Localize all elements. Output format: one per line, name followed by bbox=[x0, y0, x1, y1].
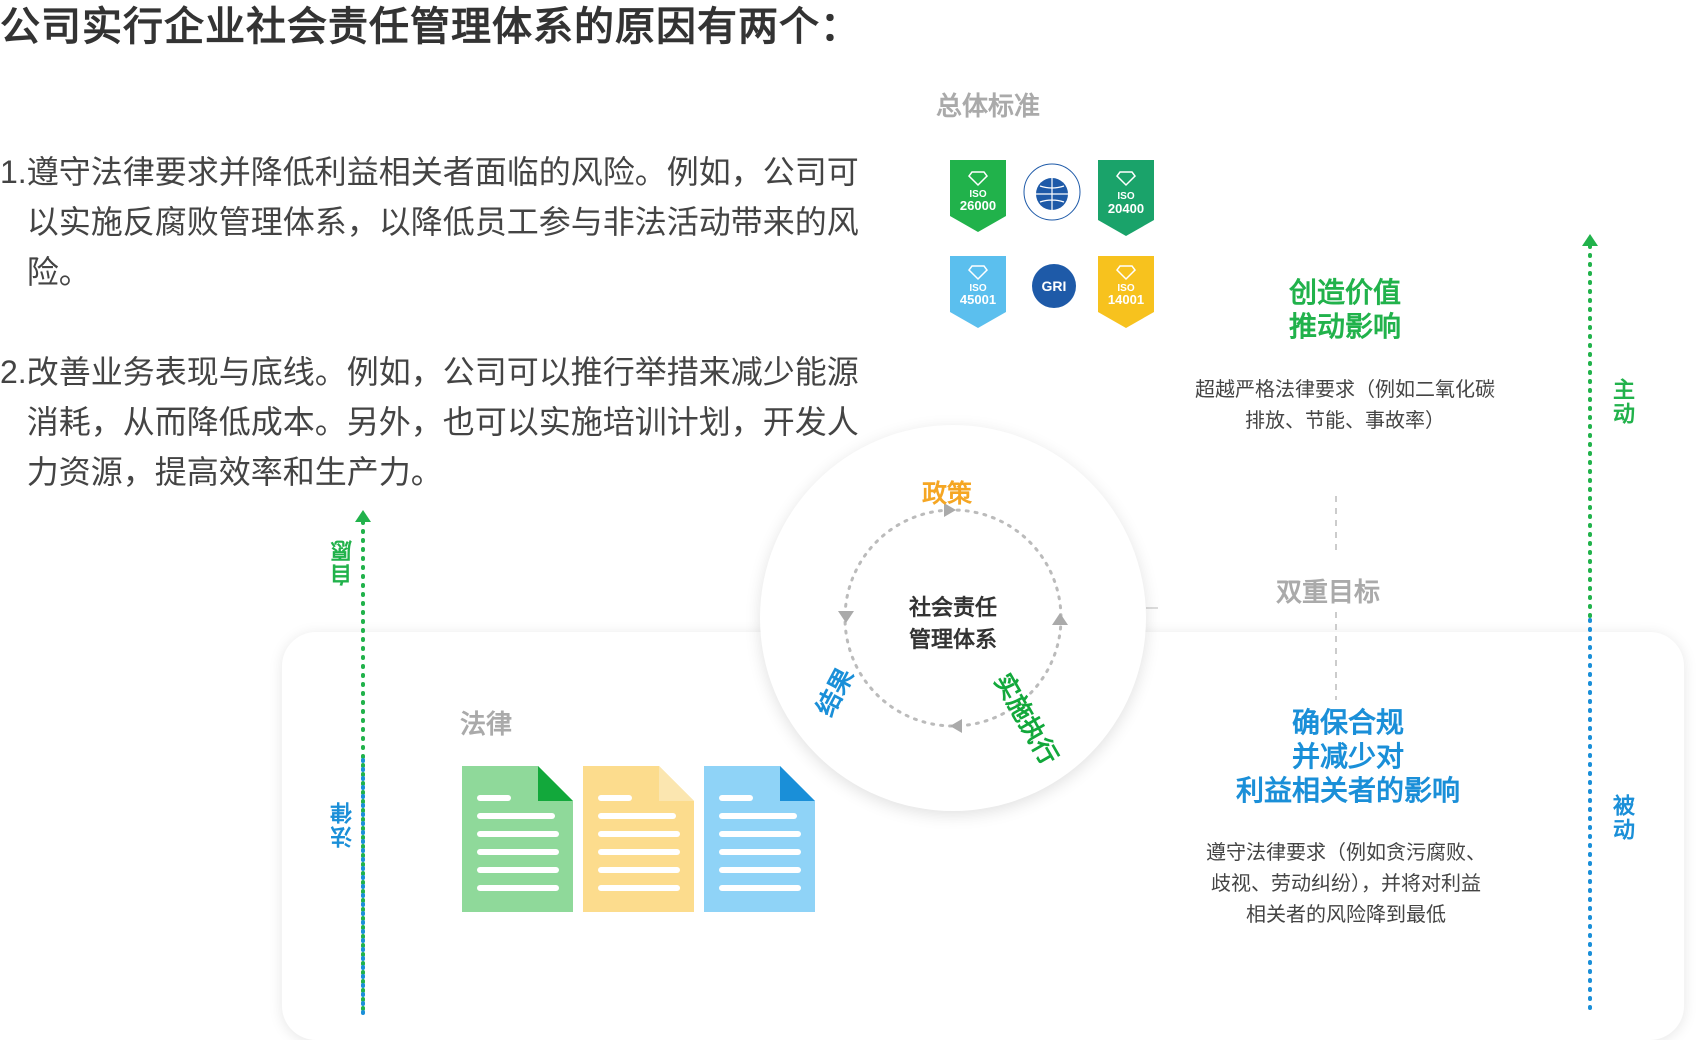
dual-goal-title: 双重目标 bbox=[1276, 577, 1381, 607]
core-label-line: 管理体系 bbox=[908, 627, 997, 652]
svg-text:20400: 20400 bbox=[1108, 201, 1144, 216]
ensure-title-line: 利益相关者的影响 bbox=[1235, 775, 1460, 806]
iso-20400-badge: ISO 20400 bbox=[1098, 160, 1154, 236]
right-axis-arrow-icon bbox=[1582, 234, 1598, 246]
ensure-title-line: 确保合规 bbox=[1291, 707, 1404, 738]
diamond-icon bbox=[1116, 171, 1136, 187]
document-icon-blue bbox=[704, 766, 815, 912]
cycle-arrows bbox=[838, 503, 1068, 733]
gri-logo: GRI bbox=[1032, 264, 1076, 308]
document-icon-yellow bbox=[583, 766, 694, 912]
law-title: 法律 bbox=[460, 709, 513, 739]
create-value-title: 创造价值 推动影响 bbox=[1240, 276, 1450, 344]
ensure-desc-line: 遵守法律要求（例如贪污腐败、 bbox=[1206, 842, 1486, 864]
diamond-icon bbox=[968, 265, 988, 281]
reason-number: 1. bbox=[0, 154, 27, 190]
create-value-description: 超越严格法律要求（例如二氧化碳 排放、节能、事故率） bbox=[1160, 375, 1530, 437]
diamond-icon bbox=[1116, 265, 1136, 281]
axis-label-voluntary: 自愿 bbox=[330, 538, 355, 586]
reason-number: 2. bbox=[0, 354, 27, 390]
ensure-compliance-title: 确保合规 并减少对 利益相关者的影响 bbox=[1218, 706, 1478, 808]
svg-text:ISO: ISO bbox=[1117, 283, 1134, 294]
svg-text:GRI: GRI bbox=[1042, 278, 1067, 294]
cycle-policy-label: 政策 bbox=[922, 480, 973, 508]
reason-item-1: 1. 遵守法律要求并降低利益相关者面临的风险。例如，公司可以实施反腐败管理体系，… bbox=[0, 147, 880, 297]
axis-label-law: 法律 bbox=[330, 800, 355, 848]
reason-item-2: 2. 改善业务表现与底线。例如，公司可以推行举措来减少能源消耗，从而降低成本。另… bbox=[0, 347, 880, 497]
iso-45001-badge: ISO 45001 bbox=[950, 256, 1006, 328]
svg-text:ISO: ISO bbox=[969, 189, 986, 200]
cycle-arrow-icon bbox=[838, 611, 854, 623]
axis-label-active: 主动 bbox=[1610, 378, 1635, 426]
create-value-desc-line: 排放、节能、事故率） bbox=[1245, 410, 1445, 432]
cycle-arrow-icon bbox=[950, 719, 962, 733]
document-icon-green bbox=[462, 766, 573, 912]
cycle-arrow-icon bbox=[1052, 613, 1068, 625]
iso-14001-badge: ISO 14001 bbox=[1098, 256, 1154, 328]
ensure-title-line: 并减少对 bbox=[1291, 741, 1404, 772]
svg-text:ISO: ISO bbox=[969, 283, 986, 294]
core-system-label: 社会责任 管理体系 bbox=[868, 592, 1038, 656]
ensure-desc-line: 歧视、劳动纠纷），并将对利益 bbox=[1211, 873, 1481, 895]
diamond-icon bbox=[968, 171, 988, 187]
create-value-title-line: 创造价值 bbox=[1288, 277, 1401, 308]
create-value-desc-line: 超越严格法律要求（例如二氧化碳 bbox=[1195, 379, 1495, 401]
ensure-compliance-description: 遵守法律要求（例如贪污腐败、 歧视、劳动纠纷），并将对利益 相关者的风险降到最低 bbox=[1176, 838, 1516, 931]
axis-label-passive: 被动 bbox=[1610, 794, 1635, 842]
ensure-desc-line: 相关者的风险降到最低 bbox=[1246, 904, 1446, 926]
standards-badges: ISO 26000 ISO 20400 ISO 45001 GRI ISO 14… bbox=[950, 160, 1154, 328]
iso-26000-badge: ISO 26000 bbox=[950, 160, 1006, 232]
svg-text:45001: 45001 bbox=[960, 292, 996, 307]
core-label-line: 社会责任 bbox=[908, 595, 997, 620]
create-value-title-line: 推动影响 bbox=[1288, 311, 1401, 342]
svg-text:ISO: ISO bbox=[1117, 191, 1134, 202]
reason-text: 改善业务表现与底线。例如，公司可以推行举措来减少能源消耗，从而降低成本。另外，也… bbox=[26, 354, 859, 490]
left-axis-arrow-icon bbox=[355, 510, 371, 522]
reason-text: 遵守法律要求并降低利益相关者面临的风险。例如，公司可以实施反腐败管理体系，以降低… bbox=[26, 154, 859, 290]
standards-title: 总体标准 bbox=[936, 91, 1041, 121]
management-cycle-circle bbox=[760, 425, 1146, 811]
page-title: 公司实行企业社会责任管理体系的原因有两个： bbox=[0, 5, 861, 49]
svg-text:14001: 14001 bbox=[1108, 292, 1144, 307]
svg-text:26000: 26000 bbox=[960, 198, 996, 213]
cycle-arrow-icon bbox=[944, 503, 956, 517]
global-compact-logo bbox=[1023, 163, 1081, 221]
